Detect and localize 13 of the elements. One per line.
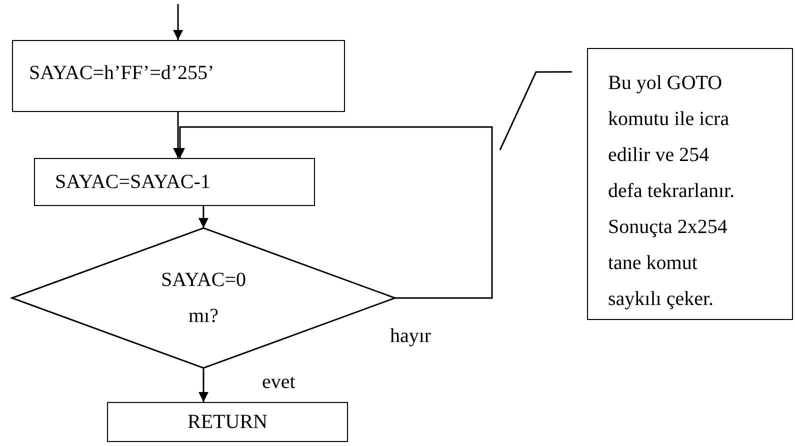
process-text: SAYAC=SAYAC-1 <box>55 170 210 194</box>
process-box <box>34 158 315 206</box>
note-text: Bu yol GOTO komutu ile icra edilir ve 254 defa tekrarlanır. Sonuçta 2x254 tane komut saykılı çeker. <box>608 71 736 312</box>
decision-text: SAYAC=0 mı? <box>160 268 248 329</box>
arrow <box>198 368 208 402</box>
note-box <box>587 48 793 320</box>
arrow <box>173 4 183 40</box>
process-box <box>12 40 345 112</box>
process-text: RETURN <box>188 410 268 434</box>
arrow <box>198 206 208 228</box>
process-text: SAYAC=h’FF’=d’255’ <box>29 61 214 86</box>
leader-line <box>499 71 572 150</box>
process-box <box>107 402 348 442</box>
